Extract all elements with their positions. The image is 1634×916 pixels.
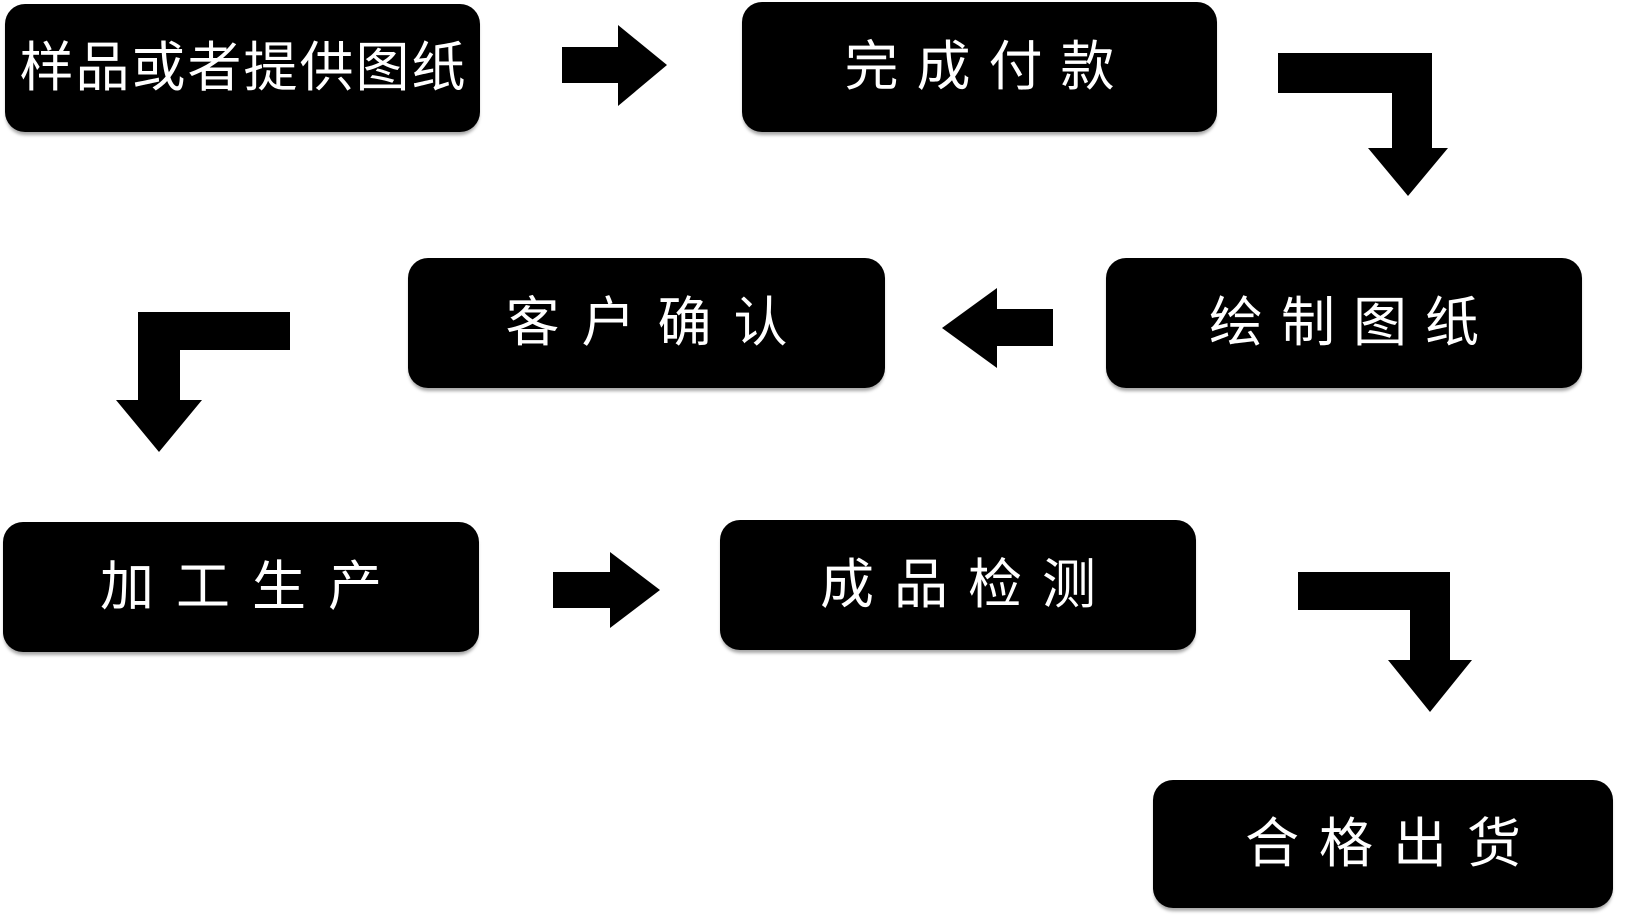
elbow-down-arrow-icon	[1278, 53, 1448, 196]
flow-node-processing-production: 加工生产	[3, 522, 479, 652]
right-arrow-icon	[553, 552, 660, 628]
flow-node-label: 合格出货	[1245, 814, 1541, 874]
elbow-down-arrow-icon	[1298, 572, 1472, 712]
flow-node-qualified-shipment: 合格出货	[1153, 780, 1613, 908]
flow-node-customer-confirm: 客户确认	[408, 258, 885, 388]
flow-node-label: 加工生产	[100, 557, 404, 617]
flow-node-label: 客户确认	[505, 293, 810, 353]
flow-node-product-inspection: 成品检测	[720, 520, 1196, 650]
left-arrow-icon	[942, 288, 1053, 368]
flow-node-complete-payment: 完成付款	[742, 2, 1217, 132]
flow-node-draw-drawings: 绘制图纸	[1106, 258, 1582, 388]
flow-node-label: 完成付款	[844, 37, 1133, 97]
flow-node-label: 成品检测	[820, 555, 1116, 615]
right-arrow-icon	[562, 25, 667, 106]
flow-node-sample-or-drawing: 样品或者提供图纸	[5, 4, 480, 132]
elbow-down-arrow-icon	[116, 312, 290, 452]
flow-node-label: 绘制图纸	[1209, 293, 1497, 353]
flow-node-label: 样品或者提供图纸	[19, 38, 468, 98]
